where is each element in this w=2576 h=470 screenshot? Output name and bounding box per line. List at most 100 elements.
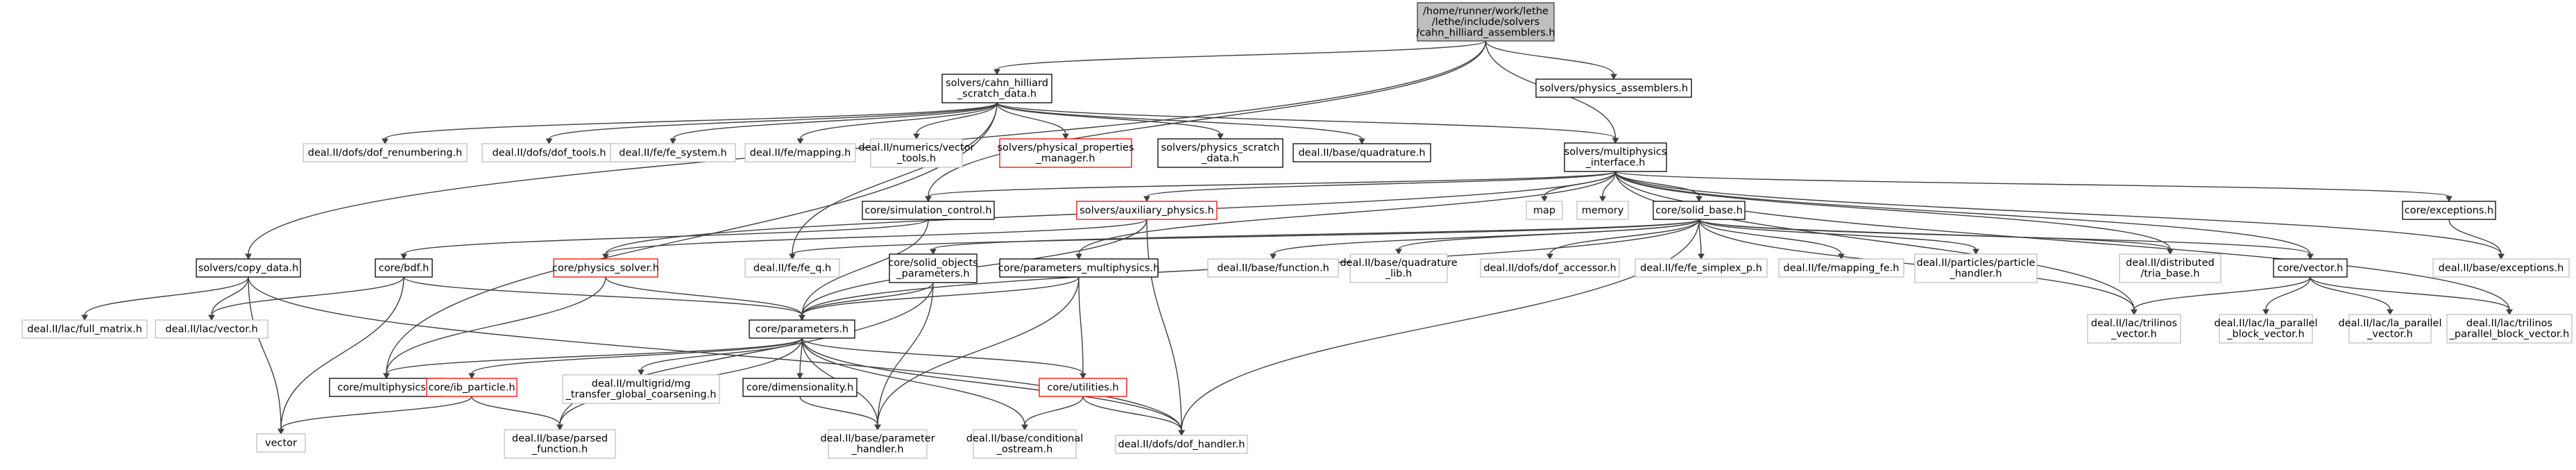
node-simulation-control[interactable]: core/simulation_control.h — [862, 201, 995, 220]
dependency-edge-copy_data-to-full_matrix — [84, 276, 249, 316]
dependency-edge-ch_scratch-to-phys_scratch — [996, 102, 1221, 135]
node-box-quadrature-lib — [1349, 253, 1448, 283]
node-copy-data[interactable]: solvers/copy_data.h — [196, 258, 301, 278]
node-particle-handler: deal.II/particles/particle_handler.h — [1914, 253, 2038, 283]
node-ch-scratch[interactable]: solvers/cahn_hilliard_scratch_data.h — [941, 74, 1052, 103]
node-label-multiphysics-interface-line-1: solvers/multiphysics — [1564, 146, 1667, 158]
node-label-fe-q-line-1: deal.II/fe/fe_q.h — [753, 262, 831, 274]
node-label-simulation-control-line-1: core/simulation_control.h — [864, 205, 991, 216]
node-la-parallel-block-vector: deal.II/lac/la_parallel_block_vector.h — [2215, 314, 2317, 344]
node-quadrature[interactable]: deal.II/base/quadrature.h — [1293, 143, 1431, 162]
dependency-edge-core_parameters-to-dof_handler — [801, 337, 1182, 431]
dependency-edge-utilities-to-dof_handler — [1082, 396, 1182, 431]
node-physics-solver[interactable]: core/physics_solver.h — [552, 258, 659, 278]
node-phys-assemblers[interactable]: solvers/physics_assemblers.h — [1535, 78, 1692, 98]
node-box-fe-q — [744, 258, 840, 278]
node-base-function: deal.II/base/function.h — [1207, 258, 1339, 278]
node-box-core-parameters — [749, 319, 855, 339]
node-lac-vector: deal.II/lac/vector.h — [155, 319, 268, 339]
node-dimensionality[interactable]: core/dimensionality.h — [742, 378, 858, 397]
node-parsed-function: deal.II/base/parsed_function.h — [504, 429, 616, 459]
arrowhead-auxiliary_physics-to-physics_solver — [602, 253, 609, 260]
node-ib-particle[interactable]: core/ib_particle.h — [426, 378, 518, 397]
node-box-mg-transfer — [562, 374, 720, 404]
node-label-vector-std-line-1: vector — [265, 437, 297, 448]
node-phys-scratch[interactable]: solvers/physics_scratch_data.h — [1157, 138, 1283, 168]
node-phys-props-manager[interactable]: solvers/physical_properties_manager.h — [997, 138, 1134, 168]
node-exceptions-core[interactable]: core/exceptions.h — [2402, 201, 2496, 220]
arrowhead-ch_scratch-to-mapping — [796, 138, 804, 145]
node-label-ch-scratch-line-1: solvers/cahn_hilliard — [946, 78, 1048, 89]
node-box-tria-base — [2119, 253, 2221, 283]
node-dof-accessor: deal.II/dofs/dof_accessor.h — [1480, 258, 1620, 278]
dependency-edge-auxiliary_physics-to-physics_solver — [605, 219, 1148, 255]
dependency-edge-params_multiphysics-to-utilities — [1078, 276, 1084, 374]
arrowhead-core_parameters-to-core_multiphysics — [383, 373, 390, 380]
node-label-trilinos-parallel-block-vector-line-1: deal.II/lac/trilinos — [2466, 318, 2552, 329]
arrowhead-utilities-to-conditional_ostream — [1021, 424, 1028, 431]
dependency-edge-solid_base-to-particle_handler — [1698, 219, 1977, 250]
node-label-conditional-ostream-line-2: _ostream.h — [996, 444, 1053, 455]
arrowhead-ib_particle-to-vector_std — [278, 428, 284, 435]
node-label-la-parallel-block-vector-line-2: _block_vector.h — [2226, 329, 2304, 340]
node-box-memory — [1576, 201, 1629, 220]
node-box-auxiliary-physics — [1076, 201, 1218, 220]
node-label-trilinos-parallel-block-vector-line-2: _parallel_block_vector.h — [2449, 329, 2570, 340]
dependency-edge-bdf-to-core_parameters — [403, 276, 803, 316]
dependency-edge-ch_scratch-to-phys_props_manager — [996, 102, 1066, 135]
node-box-phys-scratch — [1157, 138, 1283, 168]
node-map: map — [1526, 201, 1563, 220]
node-label-full-matrix-line-1: deal.II/lac/full_matrix.h — [27, 324, 142, 335]
node-label-phys-props-manager-line-2: _manager.h — [1036, 153, 1095, 165]
dependency-edge-copy_data-to-dof_handler — [248, 276, 1182, 431]
node-label-root-line-3: /cahn_hilliard_assemblers.h — [1416, 27, 1555, 38]
arrowhead-core_vector-to-la_parallel_block_vector — [2262, 309, 2269, 316]
dependency-edge-bdf-to-lac_vector — [211, 276, 404, 316]
node-solid-objects-params[interactable]: core/solid_objects_parameters.h — [888, 253, 978, 283]
node-core-parameters[interactable]: core/parameters.h — [749, 319, 855, 339]
arrowhead-dimensionality-to-parameter_handler — [874, 424, 881, 431]
arrowhead-ch_scratch-to-dof_tools — [545, 138, 553, 145]
node-root[interactable]: /home/runner/work/lethe/lethe/include/so… — [1416, 2, 1555, 42]
node-label-physics-solver-line-1: core/physics_solver.h — [552, 262, 659, 274]
node-label-solid-objects-params-line-2: _parameters.h — [896, 269, 969, 280]
node-core-multiphysics[interactable]: core/multiphysics.h — [329, 378, 444, 397]
dependency-edge-multiphysics_interface-to-simulation_control — [928, 171, 1617, 197]
node-label-quadrature-line-1: deal.II/base/quadrature.h — [1298, 147, 1425, 158]
node-utilities[interactable]: core/utilities.h — [1039, 378, 1127, 397]
node-label-utilities-line-1: core/utilities.h — [1047, 382, 1118, 393]
node-core-vector[interactable]: core/vector.h — [2273, 258, 2348, 278]
arrowhead-ch_scratch-to-quadrature — [1358, 138, 1365, 145]
node-multiphysics-interface[interactable]: solvers/multiphysics_interface.h — [1564, 142, 1667, 172]
node-box-base-function — [1207, 258, 1339, 278]
node-label-solid-base-line-1: core/solid_base.h — [1655, 205, 1743, 216]
node-label-phys-scratch-line-2: _data.h — [1201, 153, 1239, 165]
arrowhead-utilities-to-dof_handler — [1178, 430, 1185, 437]
arrowhead-ch_scratch-to-dof_renumbering — [382, 138, 389, 145]
node-box-mapping-fe — [1778, 258, 1904, 278]
dependency-edge-ib_particle-to-parsed_function — [471, 396, 561, 426]
dependency-edge-dimensionality-to-parameter_handler — [799, 396, 878, 426]
node-box-parsed-function — [504, 429, 616, 459]
arrowhead-root-to-copy_data — [245, 253, 252, 260]
node-box-utilities — [1039, 378, 1127, 397]
node-solid-base[interactable]: core/solid_base.h — [1653, 201, 1746, 220]
node-label-quadrature-lib-line-2: _lib.h — [1385, 269, 1412, 280]
arrowhead-core_parameters-to-dimensionality — [796, 373, 803, 380]
dependency-edge-auxiliary_physics-to-dof_handler — [1146, 219, 1182, 431]
node-box-parameter-handler — [828, 429, 928, 459]
dependency-edge-multiphysics_interface-to-base_exceptions — [1614, 171, 2502, 255]
node-box-conditional-ostream — [973, 429, 1077, 459]
node-label-la-parallel-vector-line-1: deal.II/lac/la_parallel — [2339, 318, 2442, 329]
dependency-edge-ch_scratch-to-dof_tools — [548, 102, 998, 140]
node-auxiliary-physics[interactable]: solvers/auxiliary_physics.h — [1076, 201, 1218, 220]
dependency-edge-copy_data-to-lac_vector — [211, 276, 249, 316]
dependency-edge-utilities-to-conditional_ostream — [1024, 396, 1084, 426]
node-box-exceptions-core — [2402, 201, 2496, 220]
arrowhead-solid_base-to-dof_accessor — [1546, 253, 1553, 260]
arrowhead-copy_data-to-full_matrix — [81, 314, 88, 321]
node-params-multiphysics[interactable]: core/parameters_multiphysics.h — [998, 258, 1160, 278]
node-bdf[interactable]: core/bdf.h — [375, 258, 433, 278]
dependency-edge-core_vector-to-trilinos_vector — [2133, 276, 2311, 310]
